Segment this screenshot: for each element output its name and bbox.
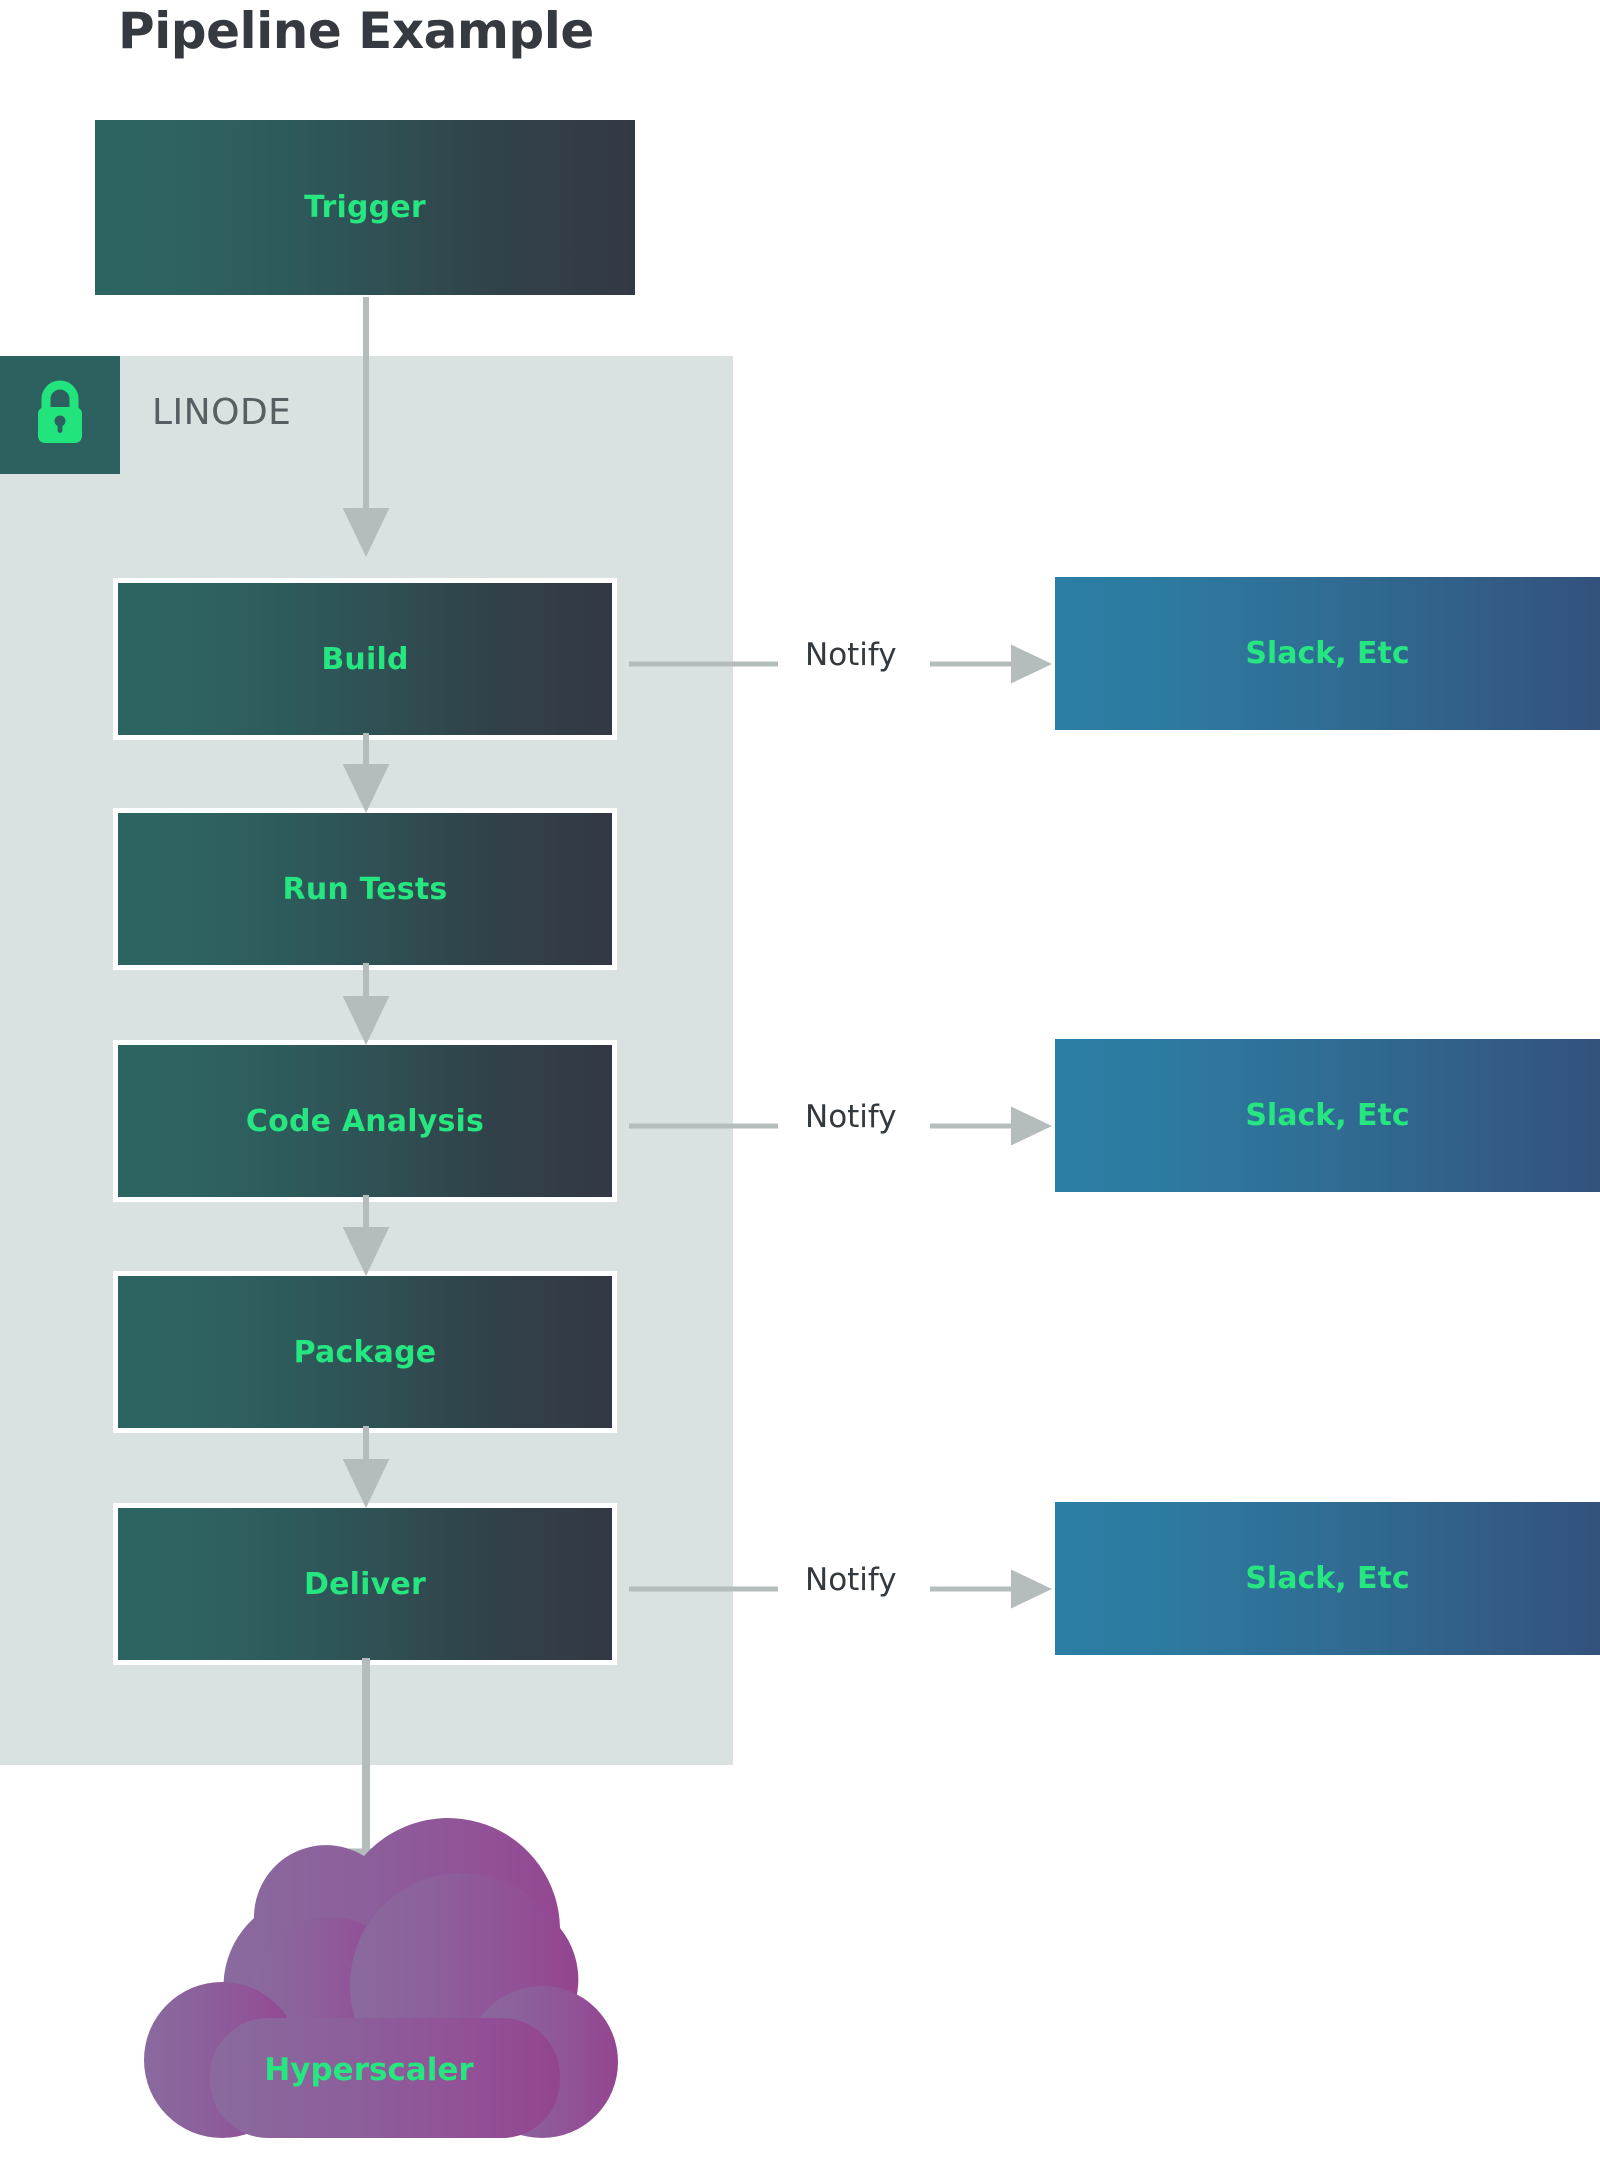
linode-badge — [0, 356, 120, 474]
node-code-analysis-label: Code Analysis — [245, 1103, 485, 1139]
node-run-tests[interactable]: Run Tests — [113, 808, 617, 970]
node-package[interactable]: Package — [113, 1271, 617, 1433]
node-trigger[interactable]: Trigger — [95, 120, 635, 295]
node-deliver[interactable]: Deliver — [113, 1503, 617, 1665]
node-hyperscaler-label: Hyperscaler — [264, 2052, 474, 2088]
node-package-label: Package — [293, 1334, 437, 1370]
node-build-label: Build — [321, 641, 409, 677]
page-title: Pipeline Example — [118, 2, 594, 60]
node-slack-code-analysis[interactable]: Slack, Etc — [1055, 1039, 1600, 1192]
edge-label-notify-build: Notify — [805, 637, 897, 673]
node-slack-build[interactable]: Slack, Etc — [1055, 577, 1600, 730]
node-slack-deliver[interactable]: Slack, Etc — [1055, 1502, 1600, 1655]
node-slack-deliver-label: Slack, Etc — [1245, 1561, 1410, 1596]
node-trigger-label: Trigger — [304, 190, 426, 225]
linode-group-label: LINODE — [152, 392, 292, 433]
edge-label-notify-deliver: Notify — [805, 1562, 897, 1598]
lock-icon — [31, 380, 89, 450]
node-slack-build-label: Slack, Etc — [1245, 636, 1410, 671]
node-build[interactable]: Build — [113, 578, 617, 740]
node-deliver-label: Deliver — [304, 1566, 426, 1602]
edge-label-notify-code-analysis: Notify — [805, 1099, 897, 1135]
node-slack-code-analysis-label: Slack, Etc — [1245, 1098, 1410, 1133]
node-code-analysis[interactable]: Code Analysis — [113, 1040, 617, 1202]
node-run-tests-label: Run Tests — [282, 871, 448, 907]
